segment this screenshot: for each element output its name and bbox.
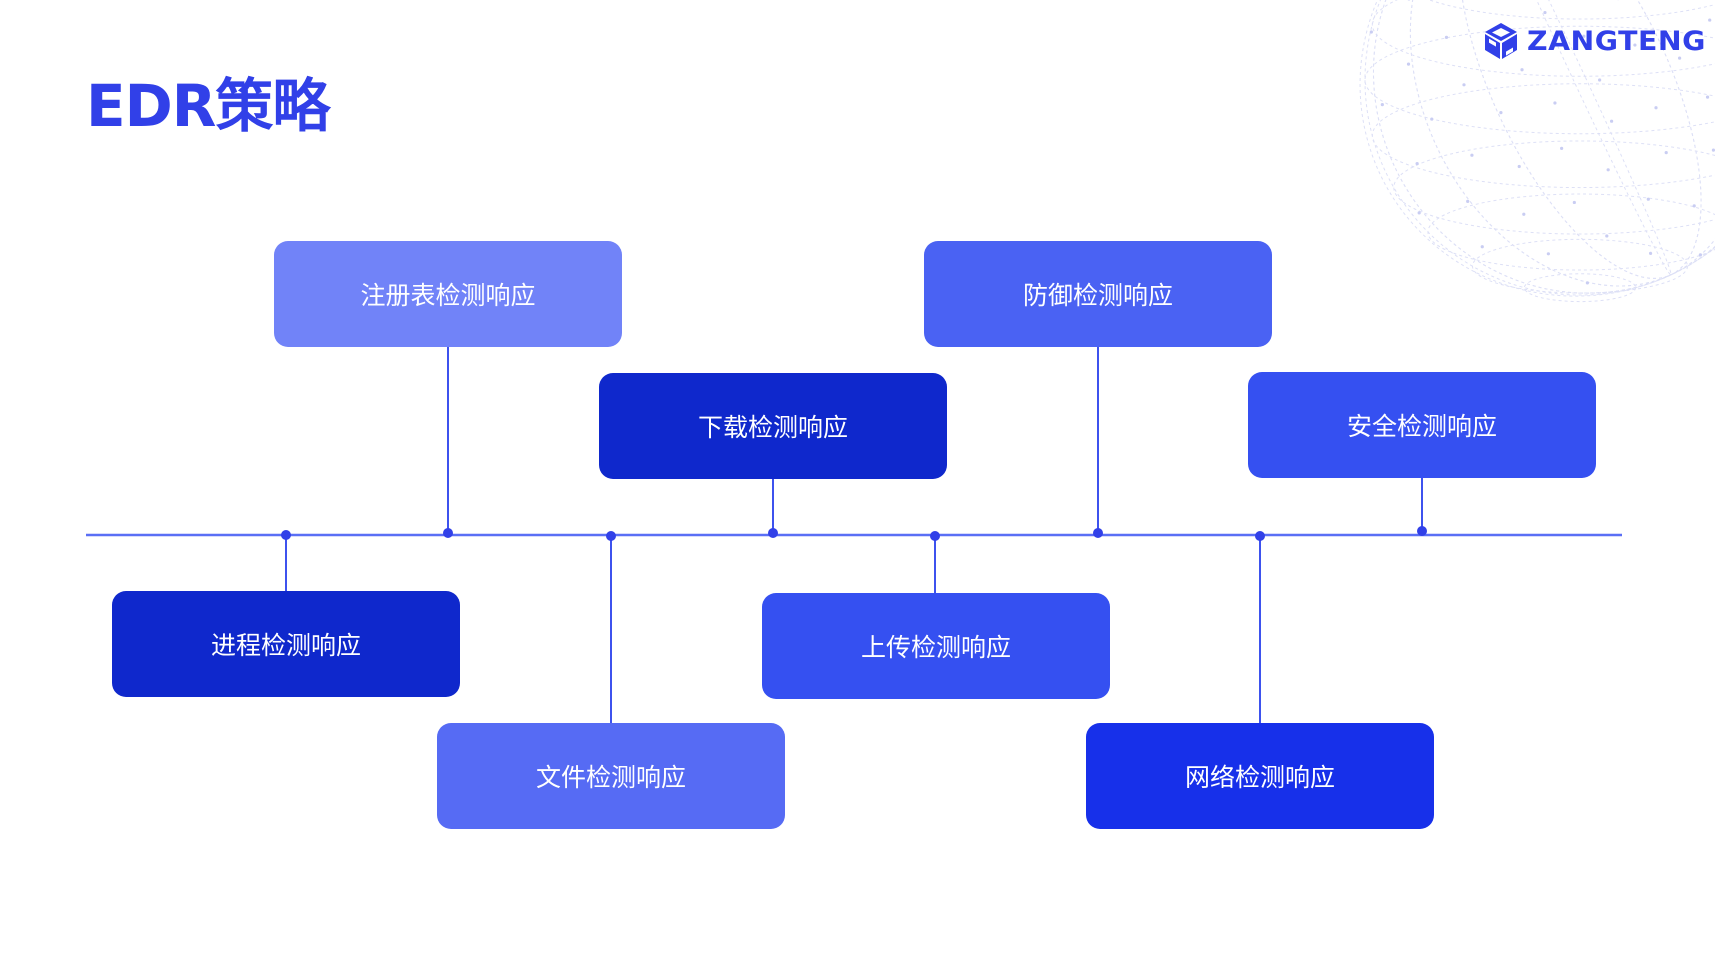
timeline-dot-file bbox=[606, 531, 616, 541]
timeline-dot-defense bbox=[1093, 528, 1103, 538]
brand-logo-text: ZANGTENG bbox=[1527, 25, 1706, 57]
node-registry-detection: 注册表检测响应 bbox=[274, 241, 622, 347]
timeline-dot-registry bbox=[443, 528, 453, 538]
brand-logo: ZANGTENG bbox=[1481, 18, 1705, 64]
node-security-detection: 安全检测响应 bbox=[1248, 372, 1596, 478]
timeline-dot-download bbox=[768, 528, 778, 538]
node-process-detection: 进程检测响应 bbox=[112, 591, 460, 697]
timeline-dot-upload bbox=[930, 531, 940, 541]
node-file-detection: 文件检测响应 bbox=[437, 723, 785, 829]
cube-logo-icon bbox=[1485, 23, 1517, 59]
timeline-dot-network bbox=[1255, 531, 1265, 541]
node-upload-detection: 上传检测响应 bbox=[762, 593, 1110, 699]
timeline-dot-security bbox=[1417, 526, 1427, 536]
timeline-dot-process bbox=[281, 530, 291, 540]
page-title: EDR策略 bbox=[86, 72, 330, 140]
node-download-detection: 下载检测响应 bbox=[599, 373, 947, 479]
node-network-detection: 网络检测响应 bbox=[1086, 723, 1434, 829]
node-defense-detection: 防御检测响应 bbox=[924, 241, 1272, 347]
